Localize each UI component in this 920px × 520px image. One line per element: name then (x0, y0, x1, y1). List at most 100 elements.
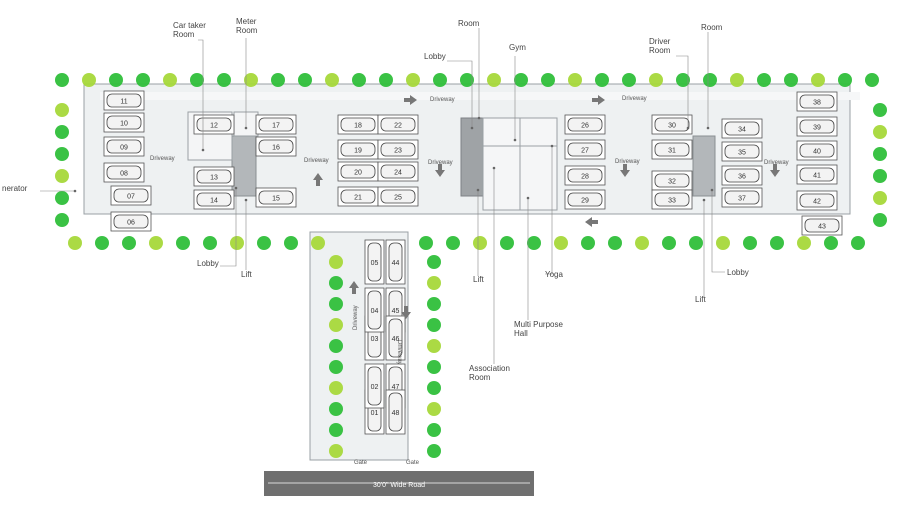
leader-dot (234, 186, 238, 190)
slot-number: 02 (371, 384, 379, 391)
tree-icon (865, 73, 879, 87)
gate-left-label: Gate (354, 460, 368, 466)
tree-icon (55, 169, 69, 183)
tree-icon (329, 318, 343, 332)
tree-icon (203, 236, 217, 250)
tree-icon (873, 169, 887, 183)
leader-dot (686, 126, 690, 130)
tree-icon (55, 103, 69, 117)
tree-icon (329, 381, 343, 395)
car-icon (799, 143, 835, 158)
road-label: 30'0" Wide Road (373, 482, 425, 489)
slot-number: 17 (272, 123, 280, 130)
tree-icon (689, 236, 703, 250)
leader-dot (244, 198, 248, 202)
tree-icon (406, 73, 420, 87)
slot-number: 03 (371, 336, 379, 343)
car-icon (799, 94, 835, 109)
car-icon (106, 115, 142, 130)
tree-icon (427, 255, 441, 269)
car-icon (388, 392, 403, 432)
tree-icon (55, 147, 69, 161)
parking-slot: 36 (721, 165, 763, 186)
tree-icon (379, 73, 393, 87)
leader-dot (492, 166, 496, 170)
tree-icon (329, 255, 343, 269)
car-icon (654, 117, 690, 132)
leader-line (198, 39, 204, 150)
slot-number: 35 (738, 150, 746, 157)
car-icon (724, 168, 760, 183)
leader-dot (706, 126, 710, 130)
slot-number: 16 (272, 145, 280, 152)
tree-icon (230, 236, 244, 250)
parking-slot: 14 (193, 189, 235, 210)
tree-icon (68, 236, 82, 250)
car-icon (804, 218, 840, 233)
slot-number: 07 (127, 194, 135, 201)
slot-number: 13 (210, 175, 218, 182)
tree-icon (797, 236, 811, 250)
tree-icon (811, 73, 825, 87)
slot-number: 04 (371, 308, 379, 315)
trees (55, 73, 887, 458)
tree-icon (784, 73, 798, 87)
slot-number: 20 (354, 170, 362, 177)
arrow-right-icon (592, 95, 605, 105)
arrow-right-icon (404, 95, 417, 105)
car-icon (196, 117, 232, 132)
slot-number: 18 (354, 123, 362, 130)
parking-slot: 40 (796, 140, 838, 161)
parking-slot: 28 (564, 165, 606, 186)
lift-right-label: Lift (695, 295, 706, 304)
tree-icon (487, 73, 501, 87)
driveway-label: Driveway (150, 156, 175, 162)
core-blocks (187, 111, 716, 211)
tree-icon (873, 125, 887, 139)
tree-icon (311, 236, 325, 250)
room-labels: Car taker Room Meter Room Room Lobby Gym… (2, 17, 749, 489)
slot-number: 44 (392, 260, 400, 267)
tree-icon (873, 191, 887, 205)
tree-icon (284, 236, 298, 250)
caretaker-room-label-1: Car taker (173, 21, 206, 30)
tree-icon (703, 73, 717, 87)
tree-icon (427, 423, 441, 437)
car-icon (367, 366, 382, 406)
leader-line (220, 188, 237, 267)
car-icon (340, 164, 376, 179)
slot-number: 06 (127, 220, 135, 227)
car-icon (388, 318, 403, 358)
tree-icon (568, 73, 582, 87)
car-icon (380, 117, 416, 132)
tree-icon (329, 276, 343, 290)
car-icon (799, 193, 835, 208)
tree-icon (873, 103, 887, 117)
parking-slot: 34 (721, 118, 763, 139)
arrow-down-icon (770, 164, 780, 177)
parking-slot: 02 (364, 363, 385, 409)
tree-icon (190, 73, 204, 87)
parking-slot: 18 (337, 114, 379, 135)
parking-slot: 21 (337, 186, 379, 207)
car-icon (380, 164, 416, 179)
slot-number: 19 (354, 148, 362, 155)
slot-number: 41 (813, 173, 821, 180)
tree-icon (427, 444, 441, 458)
parking-slot: 04 (364, 287, 385, 333)
tree-icon (271, 73, 285, 87)
tree-icon (149, 236, 163, 250)
leader-dot (513, 138, 517, 142)
leader-dot (477, 116, 481, 120)
arrow-down-icon (620, 164, 630, 177)
tree-icon (55, 213, 69, 227)
tree-icon (500, 236, 514, 250)
tree-icon (427, 276, 441, 290)
car-icon (258, 117, 294, 132)
slot-number: 26 (581, 123, 589, 130)
parking-slot: 39 (796, 116, 838, 137)
slot-number: 21 (354, 195, 362, 202)
parking-slot: 37 (721, 187, 763, 208)
